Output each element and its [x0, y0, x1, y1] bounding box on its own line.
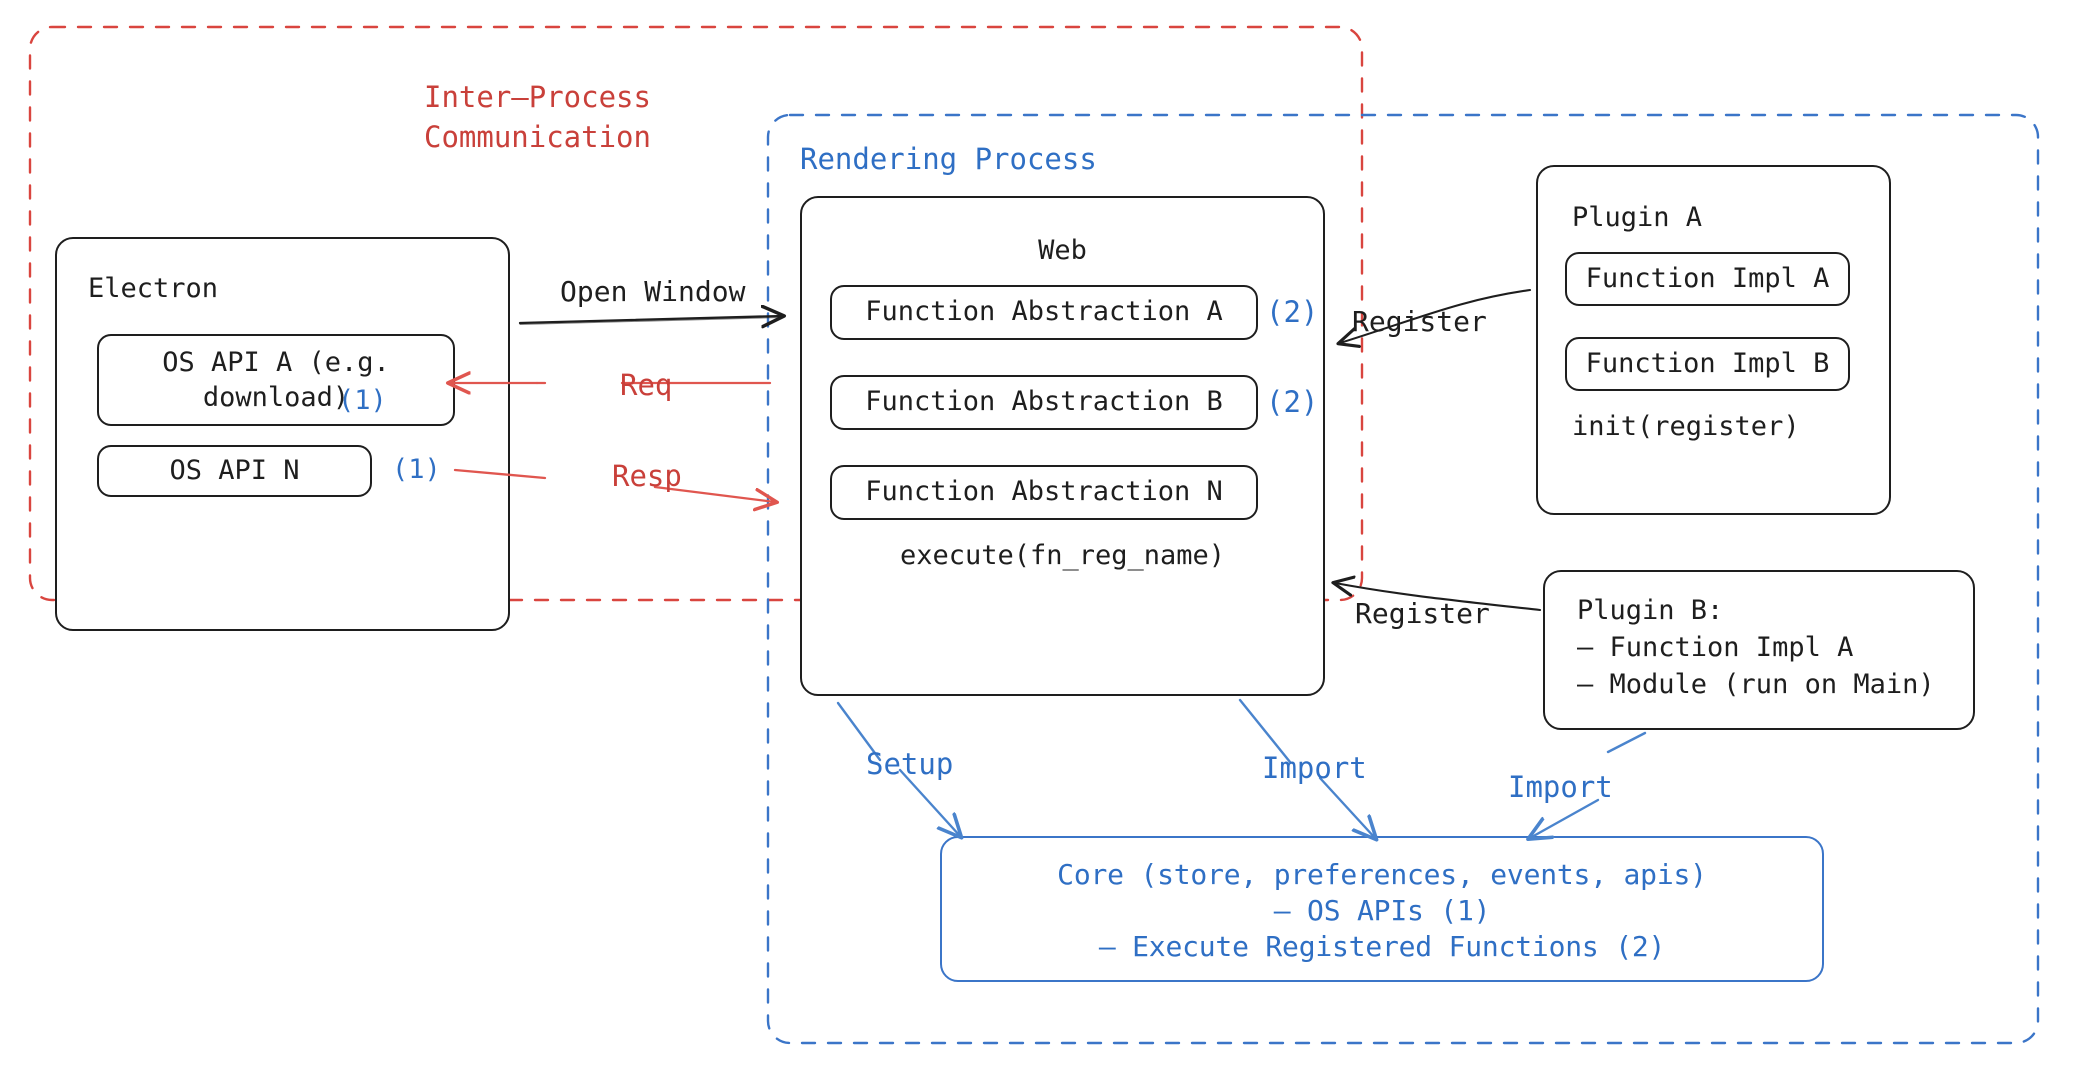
- os-api-a-outline: [97, 334, 455, 426]
- function-abstraction-n-outline: [830, 465, 1258, 520]
- function-abstraction-b-outline: [830, 375, 1258, 430]
- setup-label: Setup: [866, 747, 954, 781]
- electron-box-outline: [55, 237, 510, 631]
- os-api-n-box[interactable]: OS API N: [97, 445, 372, 497]
- function-impl-a-outline: [1565, 252, 1850, 306]
- web-execute-footer: execute(fn_reg_name): [899, 540, 1226, 571]
- open-window-arrow: [518, 316, 782, 325]
- electron-title: Electron: [88, 273, 219, 304]
- core-line-1: Core (store, preferences, events, apis): [1057, 858, 1707, 891]
- register-plugin-b-label: Register: [1355, 597, 1490, 630]
- function-abstraction-b-label: Function Abstraction B: [865, 386, 1223, 417]
- plugin-b-outline: [1543, 570, 1975, 730]
- ipc-title: Inter–Process Communication: [424, 80, 651, 154]
- plugin-a-init-footer: init(register): [1572, 411, 1800, 442]
- plugin-a-box[interactable]: Plugin A Function Impl A Function Impl B…: [1536, 165, 1891, 515]
- function-abstraction-b-box[interactable]: Function Abstraction B: [830, 375, 1258, 430]
- web-title: Web: [1038, 235, 1087, 266]
- function-impl-b-label: Function Impl B: [1585, 348, 1830, 379]
- function-abstraction-b-marker: (2): [1266, 385, 1319, 419]
- function-abstraction-a-box[interactable]: Function Abstraction A: [830, 285, 1258, 340]
- core-box[interactable]: Core (store, preferences, events, apis) …: [940, 836, 1824, 982]
- os-api-n-marker: (1): [392, 454, 441, 485]
- plugin-a-title: Plugin A: [1572, 202, 1703, 233]
- web-box[interactable]: Web Function Abstraction A (2) Function …: [800, 196, 1325, 696]
- rendering-process-title: Rendering Process: [800, 142, 1097, 176]
- function-impl-b-outline: [1565, 337, 1850, 391]
- function-abstraction-n-label: Function Abstraction N: [865, 476, 1223, 507]
- function-abstraction-a-outline: [830, 285, 1258, 340]
- function-impl-b-box[interactable]: Function Impl B: [1565, 337, 1850, 391]
- os-api-a-label: OS API A (e.g. download): [162, 347, 390, 413]
- function-impl-a-label: Function Impl A: [1585, 263, 1830, 294]
- register-plugin-a-label: Register: [1352, 305, 1487, 338]
- open-window-label: Open Window: [560, 275, 746, 308]
- req-label: Req: [620, 368, 673, 402]
- plugin-b-box[interactable]: Plugin B: – Function Impl A – Module (ru…: [1543, 570, 1975, 730]
- plugin-b-lines: Plugin B: – Function Impl A – Module (ru…: [1577, 595, 1935, 700]
- os-api-n-label: OS API N: [169, 455, 300, 486]
- os-api-a-marker: (1): [338, 385, 387, 416]
- os-api-a-box[interactable]: OS API A (e.g. download): [97, 334, 455, 426]
- web-box-outline: [800, 196, 1325, 696]
- function-impl-a-box[interactable]: Function Impl A: [1565, 252, 1850, 306]
- core-outline: [940, 836, 1824, 982]
- os-api-n-outline: [97, 445, 372, 497]
- core-line-2: – OS APIs (1): [1273, 894, 1491, 927]
- function-abstraction-n-box[interactable]: Function Abstraction N: [830, 465, 1258, 520]
- import-plugin-b-label: Import: [1508, 770, 1613, 804]
- function-abstraction-a-label: Function Abstraction A: [865, 296, 1223, 327]
- import-web-label: Import: [1262, 751, 1367, 785]
- core-line-3: – Execute Registered Functions (2): [1098, 930, 1666, 963]
- function-abstraction-a-marker: (2): [1266, 295, 1319, 329]
- resp-label: Resp: [612, 459, 682, 493]
- electron-box[interactable]: Electron OS API A (e.g. download) (1) OS…: [55, 237, 510, 631]
